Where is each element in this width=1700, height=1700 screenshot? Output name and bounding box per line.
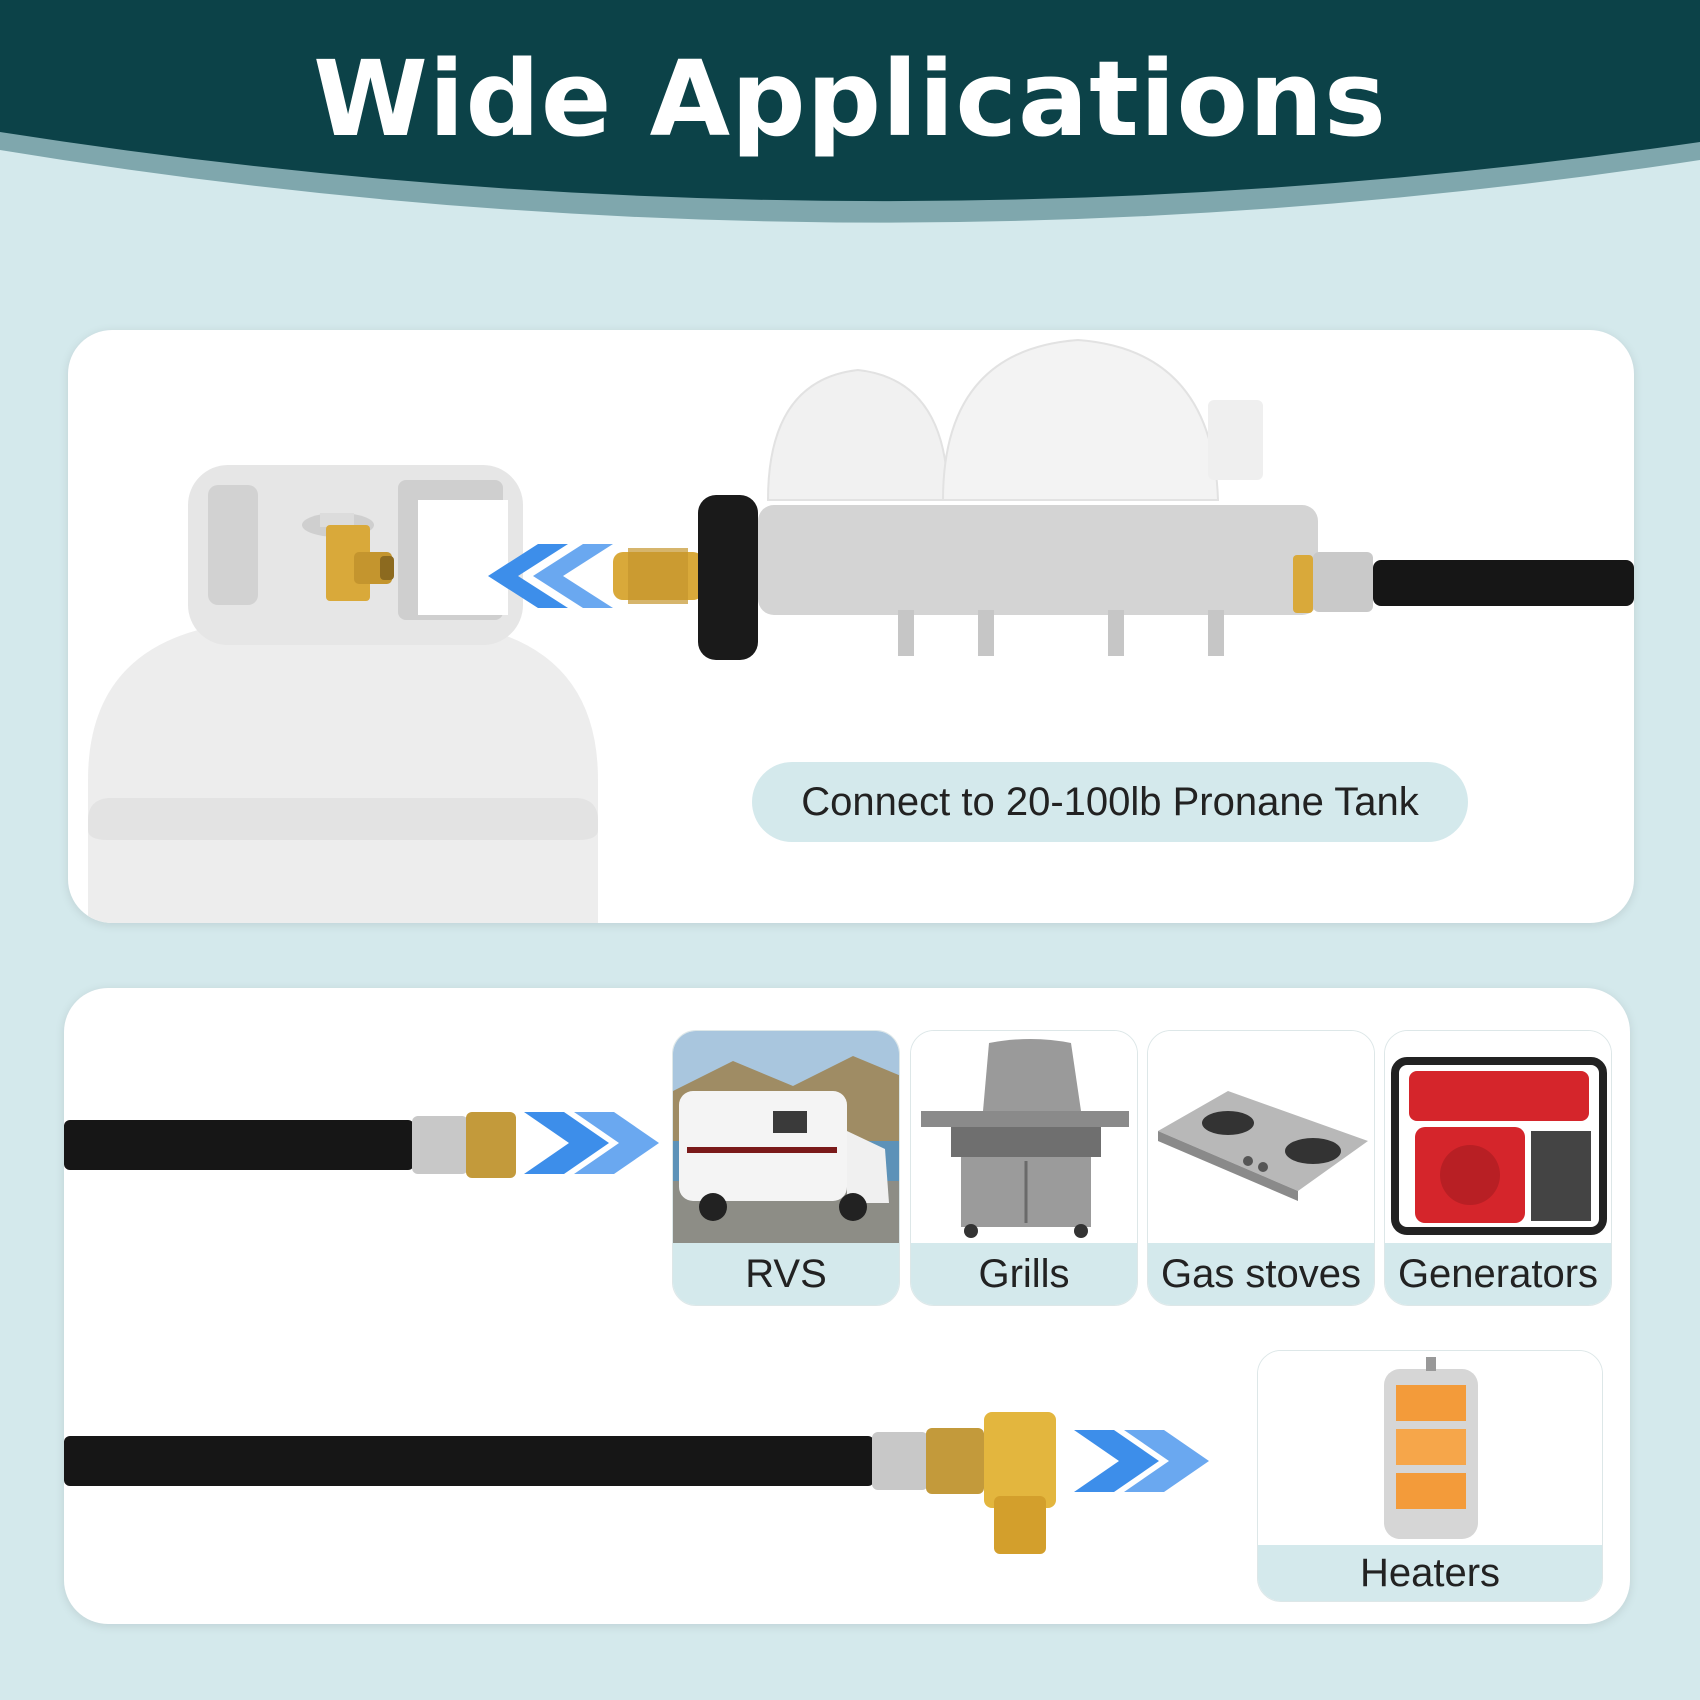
application-card-heaters: Heaters: [1257, 1350, 1603, 1602]
application-label: Grills: [911, 1243, 1137, 1305]
application-card-grills: Grills: [910, 1030, 1138, 1306]
double-arrow-left-icon: [488, 544, 613, 608]
application-label: Heaters: [1258, 1545, 1602, 1601]
hose-icon: [1373, 560, 1634, 606]
application-label: RVS: [673, 1243, 899, 1305]
application-card-generators: Generators: [1384, 1030, 1612, 1306]
hose-icon: [64, 1112, 516, 1178]
page-title: Wide Applications: [313, 38, 1387, 160]
elbow-fitting-icon: [984, 1412, 1056, 1554]
tank-connection-label: Connect to 20-100lb Pronane Tank: [752, 762, 1468, 842]
applications-panel: RVS Grills Gas stoves: [64, 988, 1630, 1624]
header-banner: [0, 0, 1700, 223]
application-card-gas-stoves: Gas stoves: [1147, 1030, 1375, 1306]
double-arrow-right-icon: [524, 1112, 659, 1174]
tank-connection-panel: Connect to 20-100lb Pronane Tank: [68, 330, 1634, 923]
application-card-rvs: RVS: [672, 1030, 900, 1306]
double-arrow-right-icon: [1074, 1430, 1209, 1492]
application-label: Generators: [1385, 1243, 1611, 1305]
hose-icon: [64, 1428, 984, 1494]
generator-icon: [1385, 1031, 1611, 1245]
dual-stage-regulator-icon: [613, 338, 1373, 660]
grill-icon: [911, 1031, 1137, 1245]
propane-tank-icon: [88, 465, 598, 923]
gas-stove-icon: [1148, 1031, 1374, 1245]
heater-icon: [1258, 1351, 1602, 1547]
rv-icon: [673, 1031, 899, 1245]
application-label: Gas stoves: [1148, 1243, 1374, 1305]
